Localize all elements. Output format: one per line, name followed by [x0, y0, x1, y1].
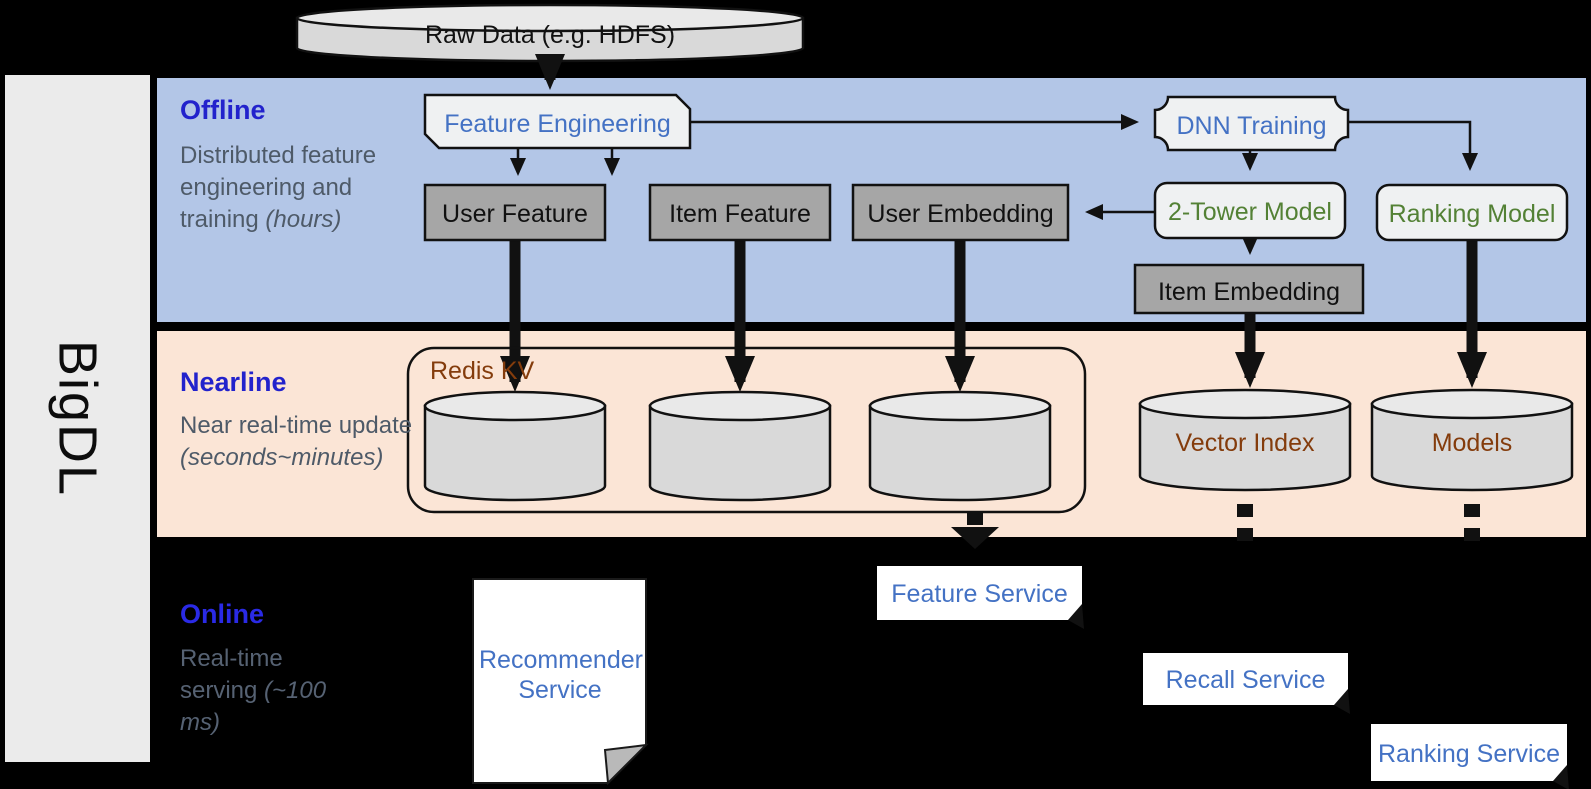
user-embedding-label: User Embedding [867, 200, 1054, 228]
raw-data-label: Raw Data (e.g. HDFS) [424, 21, 676, 49]
nearline-section-subtitle: Near real-time update (seconds~minutes) [180, 410, 430, 474]
offline-section-subtitle: Distributed feature engineering and trai… [180, 140, 395, 236]
offline-subtitle-text: Distributed feature engineering and trai… [180, 142, 377, 233]
recommender-service-label: Recommender Service [479, 646, 643, 704]
user-feature-label: User Feature [442, 200, 588, 228]
ranking-model-label: Ranking Model [1388, 200, 1556, 228]
feature-engineering-label: Feature Engineering [444, 110, 671, 138]
models-label: Models [1431, 429, 1513, 457]
ranking-service-label: Ranking Service [1377, 740, 1561, 768]
online-subtitle-note: (~100 ms) [180, 676, 327, 736]
redis-kv-label: Redis KV [430, 357, 535, 385]
recall-service-label: Recall Service [1165, 666, 1326, 694]
recommender-service-fold [603, 743, 649, 786]
online-subtitle-text: Real-time serving [180, 645, 283, 704]
dnn-training-label: DNN Training [1176, 112, 1327, 140]
offline-subtitle-note: (hours) [265, 205, 342, 233]
online-section-subtitle: Real-time serving (~100 ms) [180, 643, 340, 739]
nearline-subtitle-note: (seconds~minutes) [180, 443, 384, 471]
online-section-title: Online [180, 599, 265, 629]
item-feature-label: Item Feature [669, 200, 811, 228]
item-embedding-label: Item Embedding [1157, 278, 1341, 306]
nearline-subtitle-text: Near real-time update [180, 412, 413, 439]
bigdl-sidebar: BigDL [5, 75, 150, 762]
feature-service-label: Feature Service [891, 580, 1068, 608]
two-tower-model-label: 2-Tower Model [1168, 198, 1332, 226]
offline-section-title: Offline [180, 95, 266, 125]
bigdl-label: BigDL [47, 339, 108, 498]
vector-index-label: Vector Index [1175, 429, 1315, 457]
nearline-section-title: Nearline [180, 367, 287, 397]
